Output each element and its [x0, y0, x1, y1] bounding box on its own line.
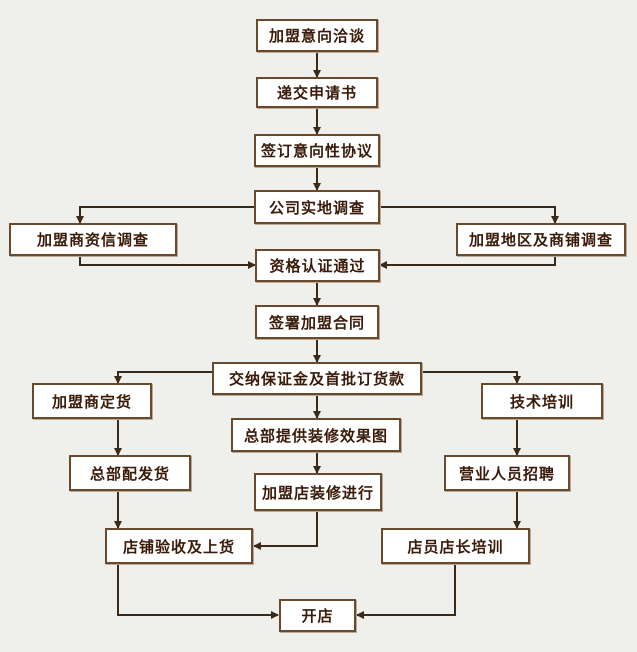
node-hq-decoration-renderings: 总部提供装修效果图 [231, 418, 401, 452]
node-store-acceptance-stocking: 店铺验收及上货 [105, 528, 253, 564]
node-hq-dispatch-goods: 总部配发货 [69, 455, 191, 491]
edge-n14-n16 [253, 510, 318, 550]
node-qualification-approved: 资格认证通过 [255, 249, 380, 282]
edge-n9-n12 [421, 371, 521, 384]
node-pay-deposit-first-order: 交纳保证金及首批订货款 [212, 362, 422, 395]
edge-n4-n5 [76, 206, 254, 224]
node-area-and-shop-survey: 加盟地区及商铺调查 [456, 223, 626, 256]
node-franchisee-order: 加盟商定货 [32, 383, 152, 419]
node-sign-letter-of-intent: 签订意向性协议 [254, 134, 380, 167]
node-company-site-survey: 公司实地调查 [254, 190, 380, 224]
edge-n9-n10 [114, 371, 212, 384]
node-sign-franchise-contract: 签署加盟合同 [255, 305, 379, 339]
node-technical-training: 技术培训 [481, 383, 603, 419]
node-submit-application: 递交申请书 [256, 77, 378, 108]
node-staff-recruitment: 营业人员招聘 [444, 455, 570, 491]
node-franchisee-credit-check: 加盟商资信调查 [9, 223, 177, 256]
node-store-opening: 开店 [279, 599, 356, 632]
edge-n6-n7 [379, 255, 556, 269]
edge-n5-n7 [79, 255, 256, 269]
node-franchise-intention-talk: 加盟意向洽谈 [256, 19, 378, 52]
edge-n17-n18 [356, 563, 456, 619]
edge-n16-n18 [117, 563, 279, 619]
edge-n4-n6 [380, 206, 559, 224]
node-store-decoration-underway: 加盟店装修进行 [254, 473, 382, 511]
node-staff-manager-training: 店员店长培训 [381, 528, 530, 564]
